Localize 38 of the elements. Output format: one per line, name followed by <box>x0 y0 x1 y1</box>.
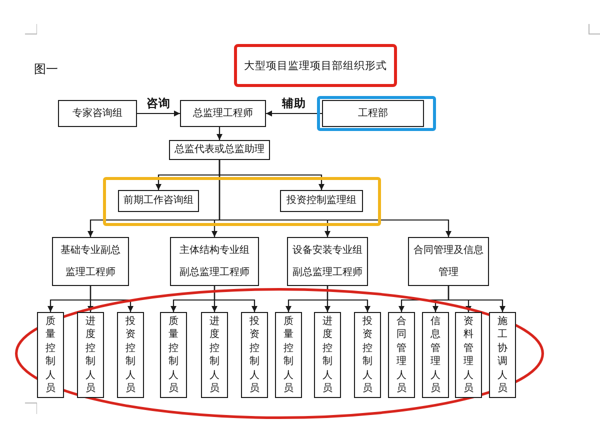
connector-arrow <box>448 286 506 312</box>
staff-box: 进度控制人员 <box>77 312 104 398</box>
staff-box: 质量控制人员 <box>275 312 302 398</box>
connector-arrow <box>90 286 134 312</box>
org-chart-box: 主体结构专业组副总监理工程师 <box>170 237 259 286</box>
org-chart-box: 总监代表或总监助理 <box>169 140 270 160</box>
figure-label: 图一 <box>34 61 58 78</box>
connector-arrow <box>266 110 322 116</box>
staff-box: 进度控制人员 <box>314 312 341 398</box>
staff-box: 投资控制人员 <box>117 312 144 398</box>
org-chart-box: 基础专业副总监理工程师 <box>52 237 129 286</box>
staff-box: 信息管理人员 <box>422 312 449 398</box>
staff-box: 质量控制人员 <box>37 312 64 398</box>
highlight-frame <box>317 96 436 131</box>
connector-arrow <box>214 286 258 312</box>
connector-arrow <box>137 110 180 116</box>
org-chart-box: 总监理工程师 <box>180 100 266 127</box>
highlight-frame <box>103 177 381 226</box>
org-chart-box: 合同管理及信息管理 <box>408 237 489 286</box>
staff-box: 投资控制人员 <box>241 312 268 398</box>
highlight-ellipse <box>15 288 544 419</box>
edge-label: 咨询 <box>144 96 172 110</box>
staff-box: 施工协调人员 <box>489 312 516 398</box>
staff-box: 资料管理人员 <box>455 312 482 398</box>
org-chart-box: 前期工作咨询组 <box>118 190 199 212</box>
org-chart-box: 投资控制监理组 <box>280 190 363 212</box>
connector-arrow <box>326 286 370 312</box>
org-chart-box: 专家咨询组 <box>58 100 137 127</box>
staff-box: 质量控制人员 <box>160 312 187 398</box>
staff-box: 进度控制人员 <box>201 312 228 398</box>
connector-arrow <box>218 160 452 237</box>
staff-box: 投资控制人员 <box>354 312 381 398</box>
staff-box: 合同管理人员 <box>388 312 415 398</box>
connector-arrow <box>216 127 222 140</box>
org-chart-box: 设备安装专业组副总监理工程师 <box>287 237 368 286</box>
org-chart-box: 工程部 <box>322 100 424 127</box>
title-box: 大型项目监理项目部组织形式 <box>234 44 397 87</box>
edge-label: 辅助 <box>280 96 308 110</box>
